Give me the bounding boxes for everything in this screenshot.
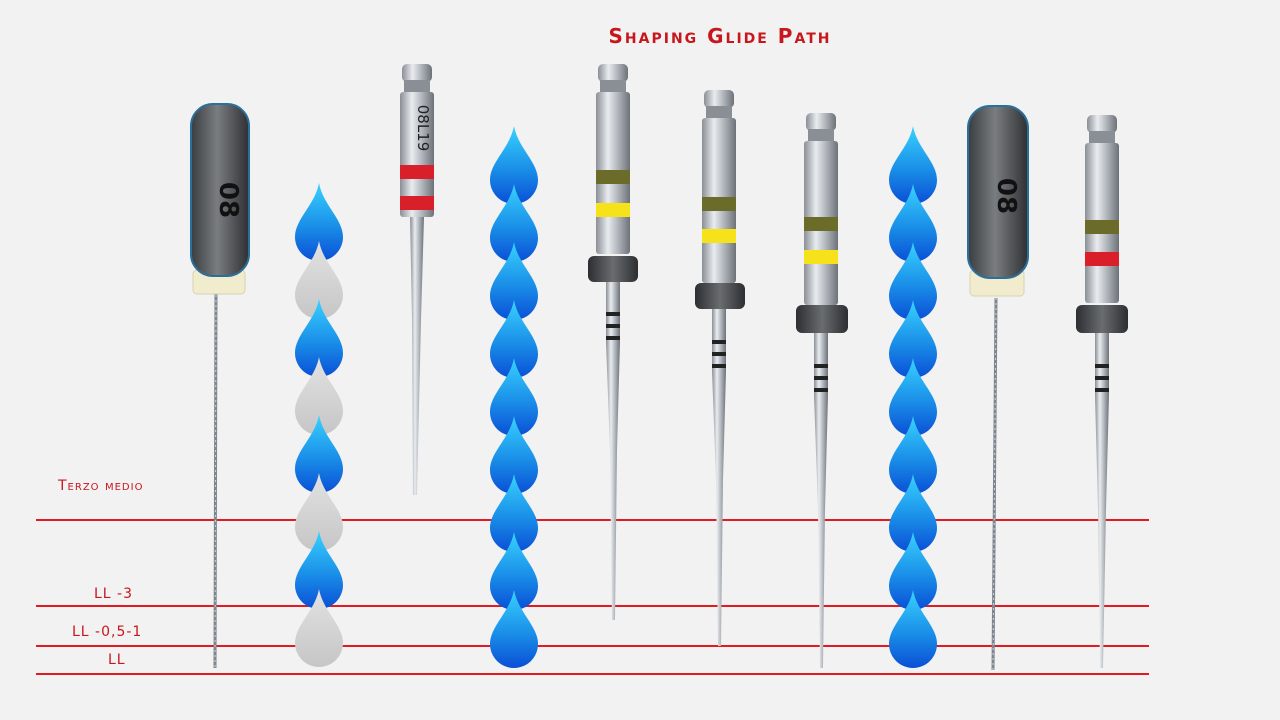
blue-drop xyxy=(295,531,343,609)
level-label-ll: LL xyxy=(108,652,126,668)
hand-file-2: 08 xyxy=(967,105,1029,671)
irrigation-drops-column-3 xyxy=(889,126,937,668)
blue-drop xyxy=(889,184,937,262)
grey-drop xyxy=(295,589,343,667)
rotary-file-yellow-2 xyxy=(695,90,745,646)
blue-drop xyxy=(490,126,538,204)
blue-drop xyxy=(889,532,937,610)
blue-drop xyxy=(490,358,538,436)
blue-drop xyxy=(889,300,937,378)
grey-drop xyxy=(295,473,343,551)
rotary-file-code: 08L19 xyxy=(414,105,432,152)
rotary-file-yellow-3 xyxy=(796,113,848,668)
blue-drop xyxy=(490,590,538,668)
blue-drop xyxy=(295,183,343,261)
rotary-file-red xyxy=(1076,115,1128,668)
level-label-ll-05-1: LL -0,5-1 xyxy=(72,624,143,640)
grey-drop xyxy=(295,357,343,435)
level-label-ll-3: LL -3 xyxy=(94,586,134,602)
diagram-title: Shaping Glide Path xyxy=(608,24,832,48)
blue-drop xyxy=(490,532,538,610)
level-line-ll-3 xyxy=(36,605,1149,607)
rotary-file-08l19: 08L19 xyxy=(400,64,434,495)
blue-drop xyxy=(889,126,937,204)
blue-drop xyxy=(889,474,937,552)
level-line-terzo-medio xyxy=(36,519,1149,521)
hand-file-1: 08 xyxy=(190,103,250,669)
blue-drop xyxy=(490,242,538,320)
hand-file-2-code: 08 xyxy=(991,178,1021,214)
blue-drop xyxy=(889,358,937,436)
level-label-terzo-medio: Terzo medio xyxy=(58,478,144,494)
irrigation-drops-column-2 xyxy=(490,126,538,668)
level-line-ll-05-1 xyxy=(36,645,1149,647)
rotary-file-yellow-1 xyxy=(588,64,638,620)
blue-drop xyxy=(889,242,937,320)
hand-file-1-code: 08 xyxy=(213,182,243,218)
blue-drop xyxy=(889,590,937,668)
blue-drop xyxy=(295,299,343,377)
blue-drop xyxy=(295,415,343,493)
level-line-ll xyxy=(36,673,1149,675)
blue-drop xyxy=(490,474,538,552)
blue-drop xyxy=(490,416,538,494)
irrigation-drops-column-1 xyxy=(295,183,343,667)
blue-drop xyxy=(889,416,937,494)
grey-drop xyxy=(295,241,343,319)
blue-drop xyxy=(490,300,538,378)
blue-drop xyxy=(490,184,538,262)
